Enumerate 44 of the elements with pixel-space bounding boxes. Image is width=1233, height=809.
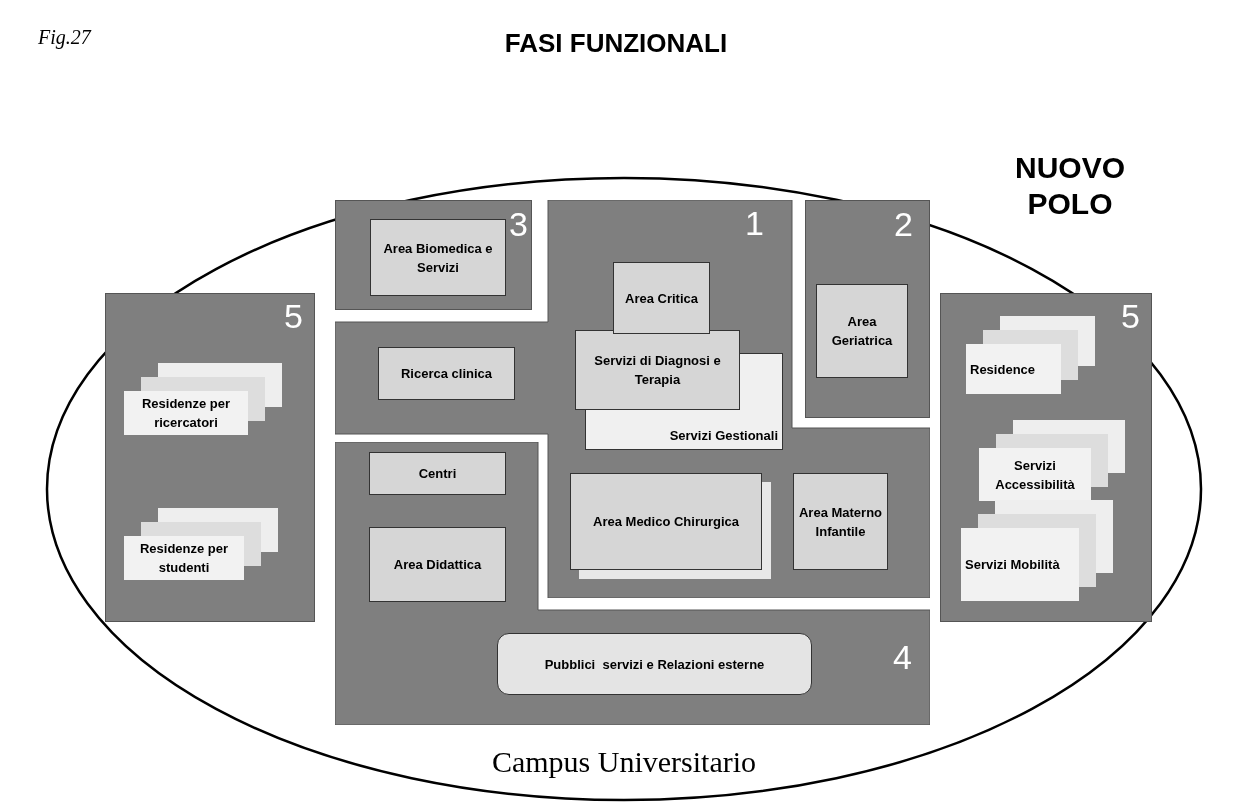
zone-number: 5 [284,299,303,333]
stacked-cards [961,500,1113,601]
area-box [370,219,506,296]
area-box [570,473,762,570]
area-box [369,452,506,495]
area-box [816,284,908,378]
area-box [613,262,710,334]
zone-panel [805,200,930,418]
stacked-cards [966,316,1095,394]
area-box [369,527,506,602]
zone-number: 1 [745,206,764,240]
zone-panel [335,200,532,310]
stacked-cards [124,363,282,435]
area-label: Residenze per ricercatori [140,395,232,432]
area-label: Ricerca clinica [399,365,494,383]
stacked-cards [979,420,1125,501]
area-box [378,347,515,400]
area-label: Area Geriatrica [830,313,894,350]
zone-panel [105,293,315,622]
area-label: Centri [417,465,458,483]
area-label: Area Medico Chirurgica [592,513,740,531]
area-box [575,330,740,410]
campus-label: Campus Universitario [490,747,758,777]
area-box [793,473,888,570]
area-label: Residenze per studenti [138,540,230,577]
area-label: Servizi Accessibilità [994,456,1076,494]
zone-number: 2 [894,207,913,241]
area-label: Servizi Mobilità [964,556,1061,574]
area-label: Area Critica [624,289,699,308]
area-label: Area Biomedica e Servizi [382,239,494,277]
title: FASI FUNZIONALI [503,27,729,60]
area-label: Residence [969,360,1037,379]
area-label: Area Didattica [392,556,483,574]
stacked-cards [124,508,278,580]
area-label: Servizi di Diagnosi e Terapia [593,352,722,389]
area-box [497,633,812,695]
figure-number: Fig.27 [38,25,91,51]
zone-number: 3 [509,207,528,241]
zone-panel [940,293,1152,622]
zone-number: 4 [893,640,912,674]
area-label: Servizi Gestionali [668,427,779,445]
area-label: Pubblici servizi e Relazioni esterne [543,655,766,674]
zone-number: 5 [1121,299,1140,333]
area-label: Area Materno Infantile [797,503,884,541]
